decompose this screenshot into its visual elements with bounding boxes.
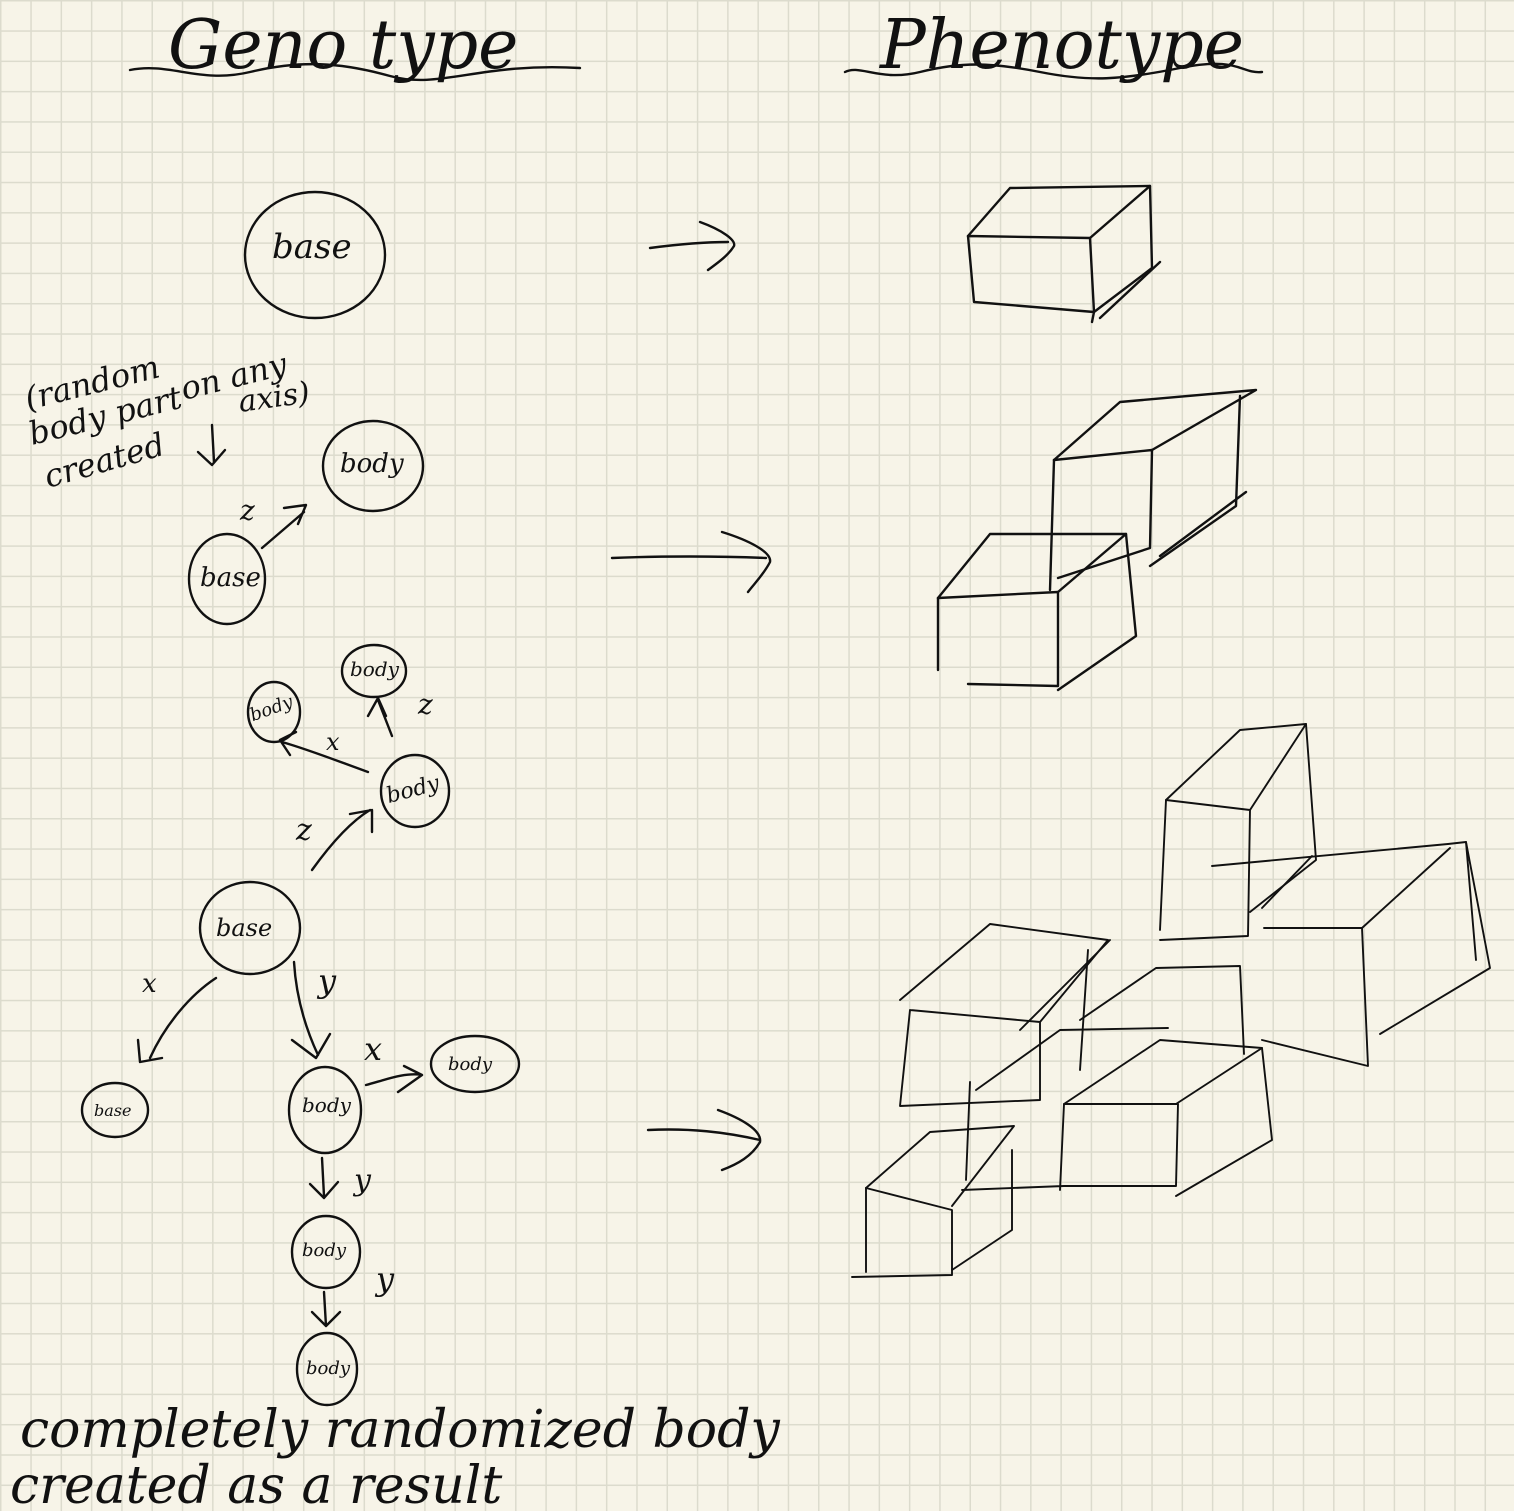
stage3-body-top-label: body [350,657,400,681]
edge-bodymid-to-low1 [308,1156,340,1200]
stage3-body-low2-label: body [306,1358,351,1379]
edge-z-top-label: z [417,688,433,721]
edge-bodymid-to-side [364,1064,424,1094]
edge-base-to-bodymid [290,960,332,1060]
stage1-base-label: base [272,227,352,267]
genotype-header: Geno type [168,6,518,85]
edge-z-mid-label: z [295,813,312,848]
stage3-body-left-node [246,680,302,744]
phenotype-header: Phenotype [878,6,1244,85]
edge-base-to-right [310,808,374,872]
stage3-body-low2-node [295,1331,359,1407]
edge-base-to-basechild [136,976,218,1064]
stage3-base-label: base [216,914,272,942]
genotype-underline [128,62,582,82]
stage3-base-child-node [80,1081,150,1139]
stage3-base-node [198,880,302,976]
stage2-edge-z [260,503,308,550]
edge-right-to-left [278,730,370,774]
stage3-body-mid-label: body [302,1093,352,1117]
stage2-base-label: base [200,563,261,593]
edge-x-side-label: x [364,1030,382,1068]
phenotype-underline [843,62,1264,80]
stage3-body-right-node [379,753,451,829]
phenotype-structure-complex [851,723,1491,1278]
edge-low1-to-low2 [310,1290,342,1328]
stage3-body-side-node [429,1034,521,1094]
stage3-body-mid-node [287,1065,363,1155]
arrow-stage2 [610,530,772,594]
edge-right-to-top [366,696,394,738]
arrow-stage3 [646,1108,762,1172]
stage3-body-low1-node [290,1214,362,1290]
stage2-body-label: body [340,449,404,479]
arrow-stage1 [648,220,736,272]
edge-x-top-label: x [326,728,340,756]
phenotype-cube-pair [936,388,1258,692]
stage1-base-node [243,190,387,320]
stage2-base-node [187,532,267,626]
note-arrow [196,423,227,467]
phenotype-cube-single [966,184,1162,324]
edge-x-left-label: x [142,969,157,999]
footer-line1: completely randomized body [20,1400,780,1460]
stage2-edge-z-label: z [239,494,255,527]
edge-y-low1-label: y [352,1163,372,1198]
stage3-base-child-label: base [94,1101,131,1120]
edge-y-base-label: y [316,962,337,1000]
stage3-body-low1-label: body [302,1240,347,1261]
stage2-body-node [321,419,425,513]
edge-y-low2-label: y [374,1260,395,1298]
stage3-body-side-label: body [448,1054,493,1075]
footer-line2: created as a result [10,1456,502,1511]
stage3-body-top-node [340,643,408,699]
